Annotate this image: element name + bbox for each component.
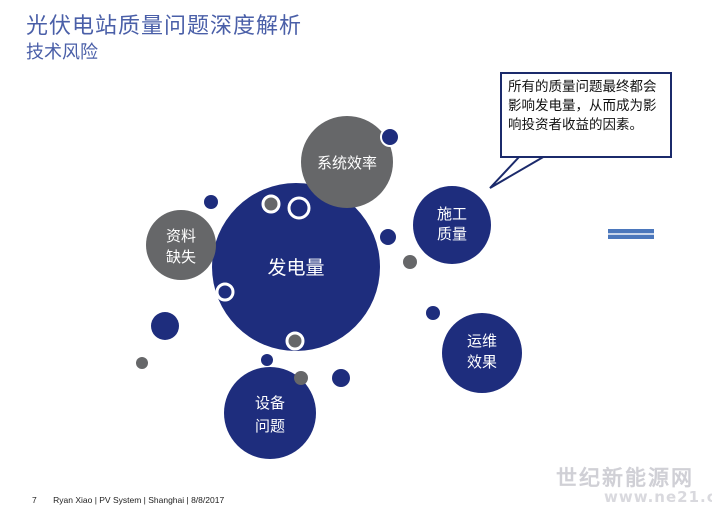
bubble-system-efficiency (301, 116, 393, 208)
label-equipment-issue-1: 设备 (255, 394, 285, 412)
bubble-om-effect (442, 313, 522, 393)
bubble-equipment-issue (224, 367, 316, 459)
ring-dot (215, 282, 235, 302)
callout-pointer (489, 155, 549, 189)
footer: 7 Ryan Xiao | PV System | Shanghai | 8/8… (32, 495, 238, 505)
label-construction-quality-1: 施工 (437, 205, 467, 223)
label-power-generation: 发电量 (267, 257, 324, 279)
callout-text: 所有的质量问题最终都会影响发电量，从而成为影响投资者收益的因素。 (508, 79, 657, 133)
footer-info: Ryan Xiao | PV System | Shanghai | 8/8/2… (53, 495, 225, 505)
bubble-power-generation (212, 183, 380, 351)
company-logo (608, 229, 654, 239)
ring-dot (285, 331, 305, 351)
slide-subtitle: 技术风险 (26, 42, 98, 63)
watermark-text: 世纪新能源网 (556, 466, 694, 490)
small-dot (261, 354, 273, 366)
label-construction-quality-2: 质量 (437, 225, 467, 243)
slide-title: 光伏电站质量问题深度解析 (26, 14, 303, 39)
small-dot (332, 369, 350, 387)
label-missing-docs-1: 资料 (166, 227, 196, 245)
label-system-efficiency: 系统效率 (317, 154, 377, 172)
small-dot (204, 195, 218, 209)
label-equipment-issue-2: 问题 (255, 417, 285, 435)
small-dot (380, 229, 396, 245)
bubble-missing-docs (146, 210, 216, 280)
small-dot-gray (136, 357, 148, 369)
small-dot (426, 306, 440, 320)
bubble-construction-quality (413, 186, 491, 264)
small-dot (151, 312, 179, 340)
callout-box: 所有的质量问题最终都会影响发电量，从而成为影响投资者收益的因素。 (500, 72, 672, 158)
ring-dot (261, 194, 281, 214)
small-dot-gray (403, 255, 417, 269)
small-dot-gray (294, 371, 308, 385)
watermark-url: www.ne21.com (604, 488, 712, 506)
ring-dot (287, 196, 311, 220)
page-number: 7 (32, 495, 37, 505)
label-om-effect-2: 效果 (467, 353, 497, 371)
label-om-effect-1: 运维 (467, 332, 497, 350)
small-dot (380, 127, 400, 147)
label-missing-docs-2: 缺失 (166, 248, 196, 266)
